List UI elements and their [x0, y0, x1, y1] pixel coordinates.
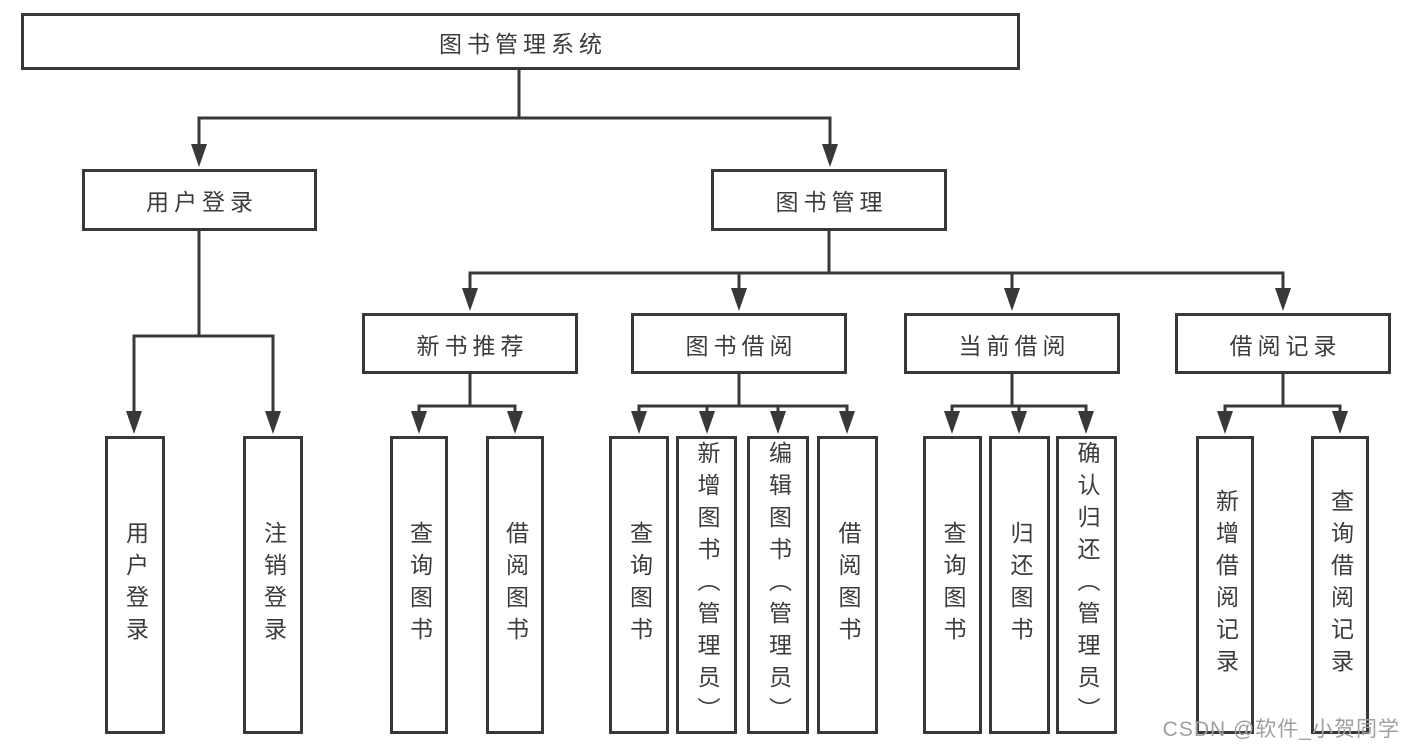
leaf-label: 注销登录	[260, 521, 287, 649]
leaf-label: 借阅图书	[835, 521, 861, 649]
leaf-user-login: 用户登录	[105, 436, 165, 734]
leaf-label: 查询图书	[940, 521, 966, 649]
leaf-confirm-return-admin: 确认归还（管理员）	[1056, 436, 1117, 734]
csdn-watermark: CSDN @软件_小贺同学	[1162, 718, 1400, 741]
node-user-login: 用户登录	[82, 169, 317, 231]
leaf-query-books-recommend: 查询图书	[390, 436, 448, 734]
leaf-label: 新增图书（管理员）	[694, 441, 720, 729]
leaf-query-books-current: 查询图书	[923, 436, 982, 734]
leaf-edit-book-admin: 编辑图书（管理员）	[747, 436, 809, 734]
leaf-label: 查询图书	[626, 521, 653, 649]
node-label: 借阅记录	[1229, 332, 1342, 359]
leaf-return-book: 归还图书	[989, 436, 1050, 734]
leaf-label: 确认归还（管理员）	[1074, 441, 1100, 729]
node-label: 图书管理系统	[439, 30, 607, 57]
node-book-borrow: 图书借阅	[631, 313, 847, 374]
leaf-label: 借阅图书	[502, 521, 529, 649]
leaf-add-borrow-record: 新增借阅记录	[1196, 436, 1254, 734]
leaf-query-borrow-record: 查询借阅记录	[1311, 436, 1369, 734]
node-label: 图书借阅	[685, 332, 798, 359]
leaf-borrow-books-recommend: 借阅图书	[486, 436, 544, 734]
node-label: 当前借阅	[958, 332, 1071, 359]
leaf-label: 新增借阅记录	[1212, 489, 1239, 681]
node-label: 图书管理	[775, 189, 888, 215]
node-current-borrow: 当前借阅	[904, 313, 1120, 374]
leaf-add-book-admin: 新增图书（管理员）	[676, 436, 737, 734]
node-book-management: 图书管理	[711, 169, 947, 231]
leaf-label: 用户登录	[122, 521, 149, 649]
leaf-label: 归还图书	[1007, 521, 1033, 649]
leaf-label: 编辑图书（管理员）	[765, 441, 792, 729]
leaf-borrow-books-borrow: 借阅图书	[817, 436, 878, 734]
leaf-label: 查询借阅记录	[1327, 489, 1354, 681]
node-borrow-records: 借阅记录	[1175, 313, 1391, 374]
leaf-query-books-borrow: 查询图书	[609, 436, 669, 734]
node-label: 用户登录	[146, 189, 258, 215]
leaf-label: 查询图书	[406, 521, 433, 649]
leaf-logout: 注销登录	[243, 436, 303, 734]
node-new-book-recommend: 新书推荐	[362, 313, 578, 374]
node-system-root: 图书管理系统	[21, 13, 1020, 70]
node-label: 新书推荐	[416, 332, 529, 359]
